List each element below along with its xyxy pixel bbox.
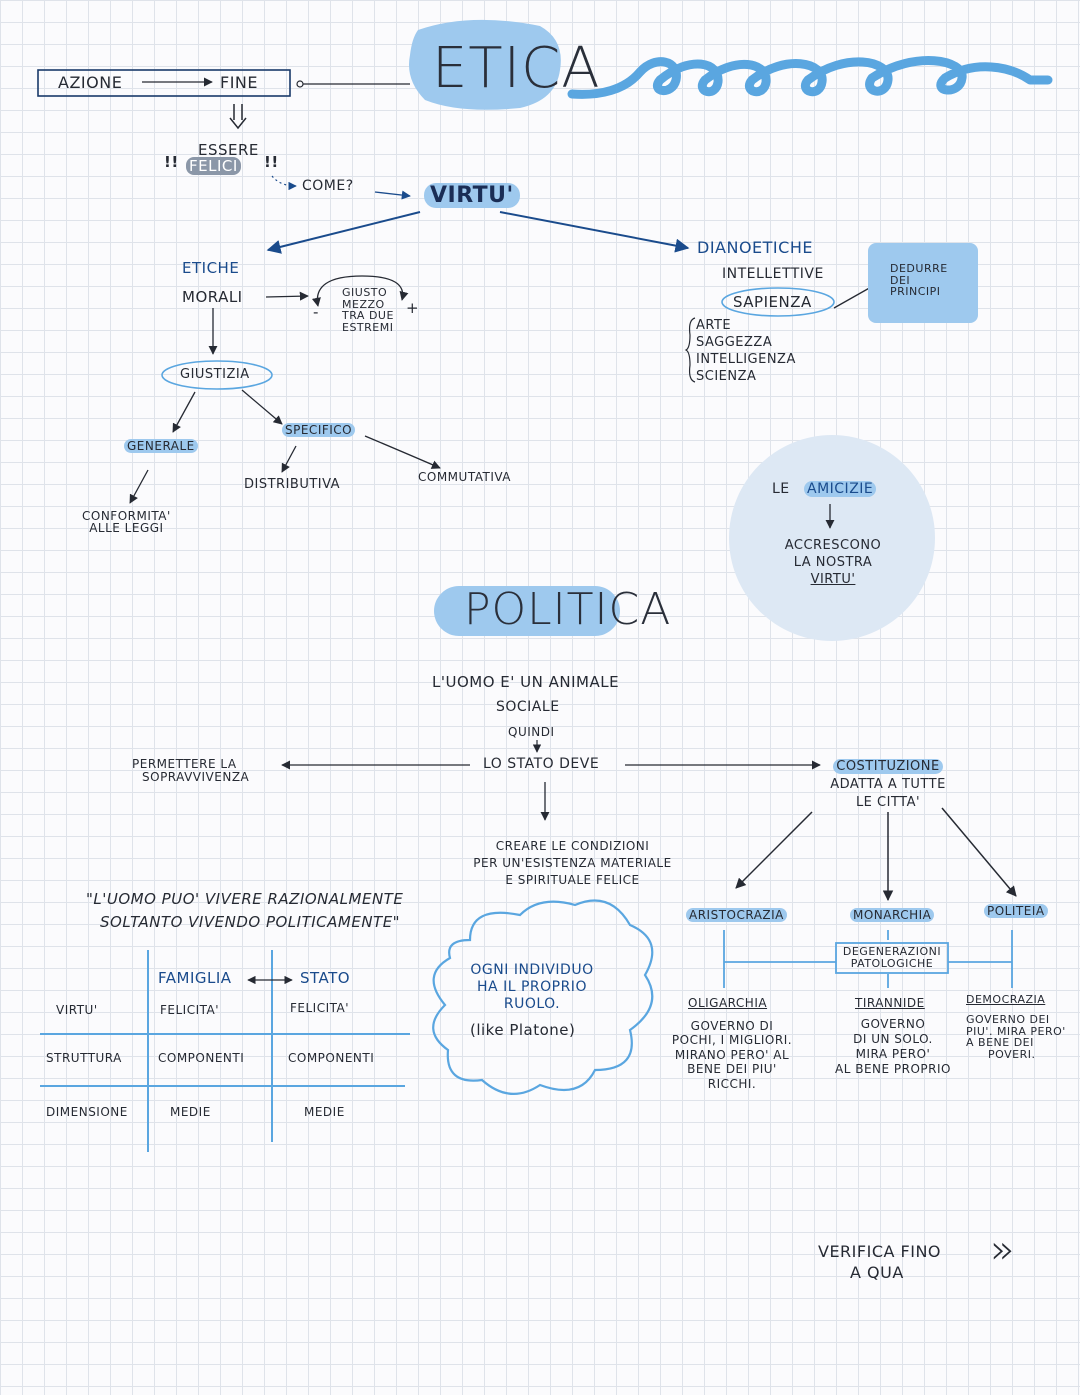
conformita-label: CONFORMITA' ALLE LEGGI [82, 509, 171, 535]
quindi-label: QUINDI [508, 725, 555, 739]
sapienza-label: SAPIENZA [733, 293, 812, 311]
essere-label: ESSERE [198, 141, 259, 159]
table-col-famiglia: FAMIGLIA [158, 969, 232, 987]
wave-decoration [567, 56, 1053, 99]
cloud-note: (like Platone) [470, 1021, 576, 1039]
sopravvivenza-label: PERMETTERE LA SOPRAVVIVENZA [132, 757, 250, 784]
tirannide-desc: GOVERNO DI UN SOLO. MIRA PERO' AL BENE P… [835, 1017, 951, 1076]
table-col-stato: STATO [300, 969, 351, 987]
tirannide-label: TIRANNIDE [855, 996, 925, 1010]
generale-label: GENERALE [124, 439, 198, 453]
dianoetiche-label: DIANOETICHE [697, 238, 813, 257]
come-label: COME? [302, 178, 354, 194]
morali-label: MORALI [182, 288, 243, 306]
table-row-label: DIMENSIONE [46, 1105, 128, 1119]
table-row-label: VIRTU' [56, 1003, 98, 1017]
distributiva-label: DISTRIBUTIVA [244, 477, 341, 492]
azione-box [37, 69, 291, 97]
dedurre-box: DEDURRE DEI PRINCIPI [868, 243, 978, 323]
felici-label: FELICI [186, 157, 241, 175]
stato-deve-label: LO STATO DEVE [483, 756, 600, 772]
oligarchia-label: OLIGARCHIA [688, 996, 768, 1010]
fine-label: FINE [220, 73, 258, 92]
degenerazioni-label: DEGENERAZIONI PATOLOGICHE [842, 945, 942, 970]
sapienza-ellipse [721, 287, 835, 317]
giusto-mezzo: GIUSTO MEZZO TRA DUE ESTREMI [342, 286, 394, 334]
table-cell: MEDIE [304, 1105, 345, 1119]
table-cell: FELICITA' [290, 1001, 350, 1015]
dianoetiche-list: ARTE SAGGEZZA INTELLIGENZA SCIENZA [696, 318, 796, 384]
cloud-text: OGNI INDIVIDUO HA IL PROPRIO RUOLO. [470, 962, 594, 1012]
costituzione-label: COSTITUZIONE ADATTA A TUTTE LE CITTA' [830, 759, 946, 811]
azione-label: AZIONE [58, 73, 123, 92]
uomo-line1: L'UOMO E' UN ANIMALE [432, 673, 620, 691]
table-cell: FELICITA' [160, 1003, 220, 1017]
quote-text: "L'UOMO PUO' VIVERE RAZIONALMENTE SOLTAN… [86, 890, 404, 931]
giustizia-ellipse [161, 360, 273, 390]
oligarchia-desc: GOVERNO DI POCHI, I MIGLIORI. MIRANO PER… [671, 1019, 793, 1091]
ruolo-cloud [432, 899, 654, 1095]
plus-sign: + [406, 299, 420, 317]
double-chevron-icon: » [990, 1227, 1015, 1273]
table-cell: MEDIE [170, 1105, 211, 1119]
etica-title-blob [409, 19, 561, 110]
virtu-label: VIRTU' [424, 183, 520, 208]
minus-sign: - [313, 303, 319, 321]
politica-title: POLITICA [464, 584, 672, 635]
verifica-label: VERIFICA FINO A QUA [818, 1242, 941, 1282]
condizioni-label: CREARE LE CONDIZIONI PER UN'ESISTENZA MA… [473, 839, 672, 887]
intellettive-label: INTELLETTIVE [722, 266, 824, 282]
specifico-label: SPECIFICO [282, 423, 356, 437]
exclamation-left: !! [164, 153, 179, 171]
le-label: LE [772, 481, 790, 497]
aristocrazia-label: ARISTOCRAZIA [686, 908, 787, 922]
etiche-label: ETICHE [182, 259, 240, 277]
uomo-line2: SOCIALE [496, 699, 560, 715]
table-row-label: STRUTTURA [46, 1051, 122, 1065]
amicizie-desc: ACCRESCONO LA NOSTRA VIRTU' [784, 538, 882, 587]
dedurre-text: DEDURRE DEI PRINCIPI [890, 262, 948, 299]
table-cell: COMPONENTI [288, 1051, 375, 1065]
amicizie-circle [729, 435, 935, 641]
etica-title: ETICA [432, 36, 601, 101]
giustizia-label: GIUSTIZIA [180, 367, 250, 382]
table-cell: COMPONENTI [158, 1051, 245, 1065]
exclamation-right: !! [264, 153, 279, 171]
commutativa-label: COMMUTATIVA [418, 470, 512, 484]
monarchia-label: MONARCHIA [850, 908, 935, 922]
politica-title-blob [434, 586, 620, 636]
democrazia-label: DEMOCRAZIA [966, 993, 1046, 1006]
amicizie-label: AMICIZIE [804, 481, 877, 497]
democrazia-desc: GOVERNO DEI PIU'. MIRA PERO' A BENE DEI … [966, 1013, 1066, 1061]
politeia-label: POLITEIA [984, 904, 1048, 918]
degenerazioni-box [835, 942, 949, 974]
